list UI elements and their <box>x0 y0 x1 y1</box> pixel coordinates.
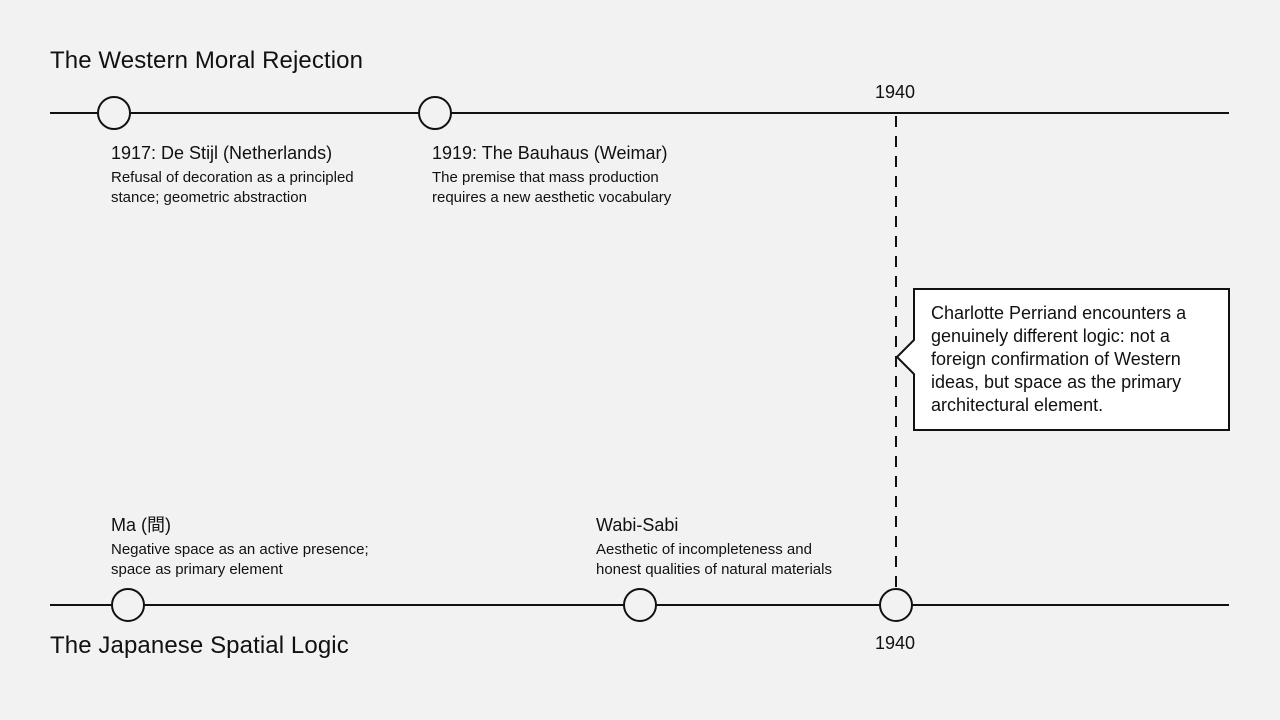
callout-text: Charlotte Perriand encounters a genuinel… <box>931 302 1223 417</box>
callout-line: ideas, but space as the primary <box>931 372 1182 392</box>
western-track-title: The Western Moral Rejection <box>50 47 364 74</box>
japanese-node-wabi-sabi <box>623 588 657 622</box>
event-bauhaus: 1919: The Bauhaus (Weimar) The premise t… <box>432 142 671 208</box>
callout-line: architectural element. <box>931 395 1104 415</box>
event-de-stijl: 1917: De Stijl (Netherlands) Refusal of … <box>111 142 354 208</box>
callout-line: Charlotte Perriand encounters a <box>931 303 1187 323</box>
event-description-line: honest qualities of natural materials <box>596 561 832 578</box>
callout-box <box>895 288 1230 431</box>
japanese-node-1940 <box>879 588 913 622</box>
event-title: Ma (間) <box>111 515 171 535</box>
event-description-line: requires a new aesthetic vocabulary <box>432 189 672 206</box>
event-ma: Ma (間) Negative space as an active prese… <box>111 514 369 580</box>
event-description-line: Refusal of decoration as a principled <box>111 169 354 186</box>
event-title: 1919: The Bauhaus (Weimar) <box>432 143 668 163</box>
event-description-line: The premise that mass production <box>432 169 659 186</box>
western-node-1919 <box>418 96 452 130</box>
japanese-year-marker: 1940 <box>875 633 916 653</box>
japanese-node-ma <box>111 588 145 622</box>
event-title: 1917: De Stijl (Netherlands) <box>111 143 333 163</box>
callout-line: genuinely different logic: not a <box>931 326 1170 346</box>
event-description-line: Negative space as an active presence; <box>111 541 369 558</box>
event-title: Wabi-Sabi <box>596 515 679 535</box>
event-description-line: stance; geometric abstraction <box>111 189 307 206</box>
event-wabi-sabi: Wabi-Sabi Aesthetic of incompleteness an… <box>596 514 832 580</box>
western-year-marker: 1940 <box>875 82 916 102</box>
event-description-line: Aesthetic of incompleteness and <box>596 541 812 558</box>
event-description-line: space as primary element <box>111 561 283 578</box>
callout-line: foreign confirmation of Western <box>931 349 1181 369</box>
japanese-track-title: The Japanese Spatial Logic <box>50 632 349 659</box>
western-node-1917 <box>97 96 131 130</box>
